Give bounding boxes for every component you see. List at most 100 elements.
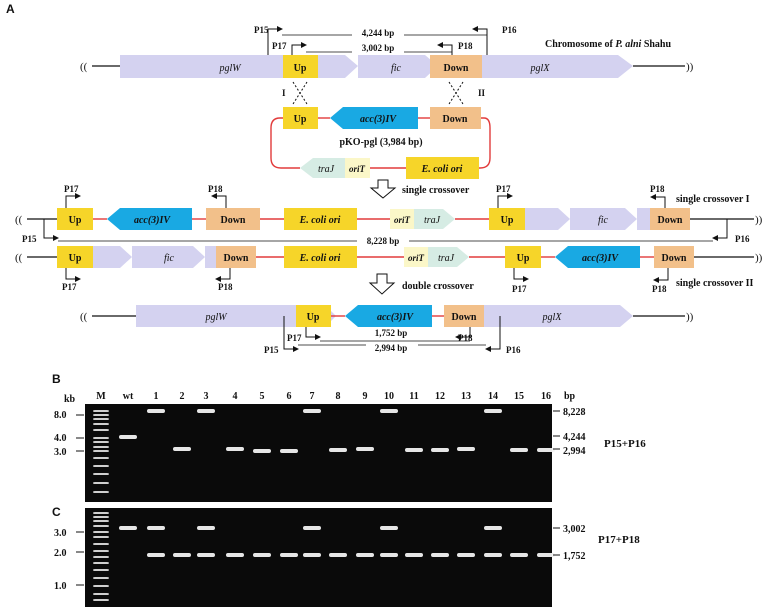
svg-text:P18: P18 bbox=[652, 284, 667, 294]
primer-p16-label: P16 bbox=[502, 25, 517, 35]
gel-lane-label-15: 15 bbox=[514, 391, 524, 402]
gel-lane-label-2: 2 bbox=[180, 391, 185, 402]
panel-label-a: A bbox=[6, 2, 15, 16]
svg-text:acc(3)IV: acc(3)IV bbox=[377, 312, 414, 323]
svg-text:Up: Up bbox=[307, 312, 320, 323]
svg-text:fic: fic bbox=[164, 253, 175, 264]
gel-c-ladder-band bbox=[93, 520, 109, 522]
single-crossover-step-label: single crossover bbox=[402, 185, 470, 196]
gel-b-band-lane-8 bbox=[329, 448, 347, 452]
gel-b-band-lane-7 bbox=[303, 409, 321, 413]
svg-text:3,002: 3,002 bbox=[563, 524, 586, 535]
svg-text:P18: P18 bbox=[458, 333, 473, 343]
plasmid-map: Up acc(3)IV Down pKO-pgl (3,984 bp) traJ… bbox=[270, 107, 491, 179]
svg-text:P17: P17 bbox=[287, 333, 302, 343]
gel-c-kb-scale: 3.0 2.0 1.0 bbox=[54, 528, 84, 592]
gel-b-size-scale: 8,228 4,244 2,994 P15+P16 bbox=[553, 407, 646, 457]
gel-c-upper-band-lane-7 bbox=[303, 526, 321, 530]
svg-text:((: (( bbox=[15, 214, 23, 226]
gel-b-band-lane-3 bbox=[197, 409, 215, 413]
svg-text:2.0: 2.0 bbox=[54, 548, 67, 559]
gel-c-lower-band-lane-14 bbox=[484, 553, 502, 557]
gel-b-ladder-band bbox=[93, 441, 109, 443]
plasmid-down-box bbox=[430, 107, 481, 129]
plasmid-resistance-label: acc(3)IV bbox=[360, 114, 397, 125]
gel-c-ladder-band bbox=[93, 531, 109, 533]
plasmid-resistance-arrow bbox=[330, 107, 418, 129]
svg-text:Down: Down bbox=[657, 215, 682, 226]
gel-b-ladder-band bbox=[93, 429, 109, 431]
gel-lane-label-wt: wt bbox=[123, 391, 134, 402]
knockout-map: (( )) pglW Up acc(3)IV Down pglX P15 P17… bbox=[80, 305, 694, 355]
gel-c-ladder-band bbox=[93, 577, 109, 579]
gel-lane-label-4: 4 bbox=[233, 391, 238, 402]
gel-c-lower-band-lane-2 bbox=[173, 553, 191, 557]
size-2994-label: 2,994 bp bbox=[375, 343, 408, 353]
plasmid-traj-label: traJ bbox=[318, 164, 335, 175]
gel-c-upper-band-lane-14 bbox=[484, 526, 502, 530]
svg-text:P17: P17 bbox=[512, 284, 527, 294]
gel-b bbox=[85, 404, 552, 502]
gel-b-ladder-band bbox=[93, 437, 109, 439]
gel-c-lower-band-lane-13 bbox=[457, 553, 475, 557]
gel-c-lower-band-lane-7 bbox=[303, 553, 321, 557]
gel-b-bands bbox=[93, 409, 555, 493]
plasmid-ecoli-ori-box bbox=[406, 157, 479, 179]
gel-b-ladder-band bbox=[93, 418, 109, 420]
plasmid-up-box bbox=[283, 107, 318, 129]
single-crossover-one-map: (( )) Up acc(3)IV Down E. coli ori oriT … bbox=[15, 184, 763, 230]
svg-text:Up: Up bbox=[501, 215, 514, 226]
svg-text:acc(3)IV: acc(3)IV bbox=[134, 215, 171, 226]
chromosome-down-box bbox=[430, 55, 482, 78]
gel-lane-label-16: 16 bbox=[541, 391, 551, 402]
gel-c-ladder-band bbox=[93, 585, 109, 587]
gene-pglw-label: pglW bbox=[218, 63, 242, 74]
svg-text:Up: Up bbox=[517, 253, 530, 264]
svg-text:4,244: 4,244 bbox=[563, 432, 586, 443]
svg-text:fic: fic bbox=[598, 215, 609, 226]
svg-text:oriT: oriT bbox=[394, 215, 411, 225]
gel-c-primer-label: P17+P18 bbox=[598, 534, 640, 546]
gel-c-ladder-band bbox=[93, 569, 109, 571]
chromosome-up-label: Up bbox=[294, 63, 307, 74]
gel-c-lower-band-lane-10 bbox=[380, 553, 398, 557]
svg-text:1.0: 1.0 bbox=[54, 581, 67, 592]
svg-text:Up: Up bbox=[69, 215, 82, 226]
single-crossover-two-label: single crossover II bbox=[676, 278, 754, 289]
gel-b-band-lane-9 bbox=[356, 447, 374, 451]
plasmid-ecoli-ori-label: E. coli ori bbox=[421, 164, 463, 175]
svg-text:Up: Up bbox=[69, 253, 82, 264]
svg-text:P15: P15 bbox=[264, 345, 279, 355]
primer-p17-label: P17 bbox=[272, 41, 287, 51]
chromosome-primers: P15 P17 P18 P16 4,244 bp 3,002 bp bbox=[254, 25, 517, 55]
svg-text:8.0: 8.0 bbox=[54, 410, 67, 421]
gel-b-band-lane-15 bbox=[510, 448, 528, 452]
svg-text:Down: Down bbox=[223, 253, 248, 264]
svg-text:((: (( bbox=[80, 311, 88, 323]
gel-c-ladder-band bbox=[93, 512, 109, 514]
single-crossover-one-label: single crossover I bbox=[676, 194, 750, 205]
gel-b-ladder-band bbox=[93, 414, 109, 416]
gel-c-lower-band-lane-4 bbox=[226, 553, 244, 557]
gel-b-ladder-band bbox=[93, 473, 109, 475]
primer-p16-integrated-label: P16 bbox=[735, 234, 750, 244]
panel-label-b: B bbox=[52, 372, 61, 386]
gel-b-band-lane-10 bbox=[380, 409, 398, 413]
gel-b-band-lane-16 bbox=[537, 448, 555, 452]
svg-text:2,994: 2,994 bbox=[563, 446, 586, 457]
double-crossover-step: double crossover bbox=[368, 273, 474, 295]
svg-text:traJ: traJ bbox=[438, 253, 455, 264]
chromosome-map: (( )) pglW Up fic Down pglX Chromosome o… bbox=[80, 39, 694, 78]
gel-c-ladder-band bbox=[93, 543, 109, 545]
svg-text:((: (( bbox=[15, 252, 23, 264]
gel-lane-label-m: M bbox=[96, 391, 106, 402]
svg-text:P17: P17 bbox=[62, 282, 77, 292]
gel-b-band-lane-wt bbox=[119, 435, 137, 439]
svg-text:oriT: oriT bbox=[408, 253, 425, 263]
plasmid-name-label: pKO-pgl (3,984 bp) bbox=[339, 137, 422, 148]
gel-b-ladder-band bbox=[93, 446, 109, 448]
single-crossover-step: single crossover bbox=[369, 179, 470, 199]
svg-text:acc(3)IV: acc(3)IV bbox=[582, 253, 619, 264]
gel-lane-label-10: 10 bbox=[384, 391, 394, 402]
chromosome-title: Chromosome of P. alni Shahu bbox=[545, 39, 671, 50]
